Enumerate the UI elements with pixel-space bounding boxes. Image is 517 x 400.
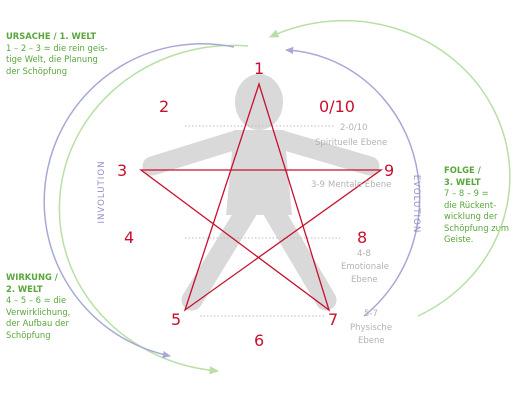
number-7: 7: [328, 310, 338, 329]
effect-text: WIRKUNG / 2. WELT 4 – 5 – 6 = die Verwir…: [6, 272, 101, 341]
emotional-level-range: 4-8: [357, 249, 371, 259]
number-0-10: 0/10: [319, 97, 355, 116]
effect-line: 4 – 5 – 6 = die: [6, 295, 67, 305]
involution-label: INVOLUTION: [97, 160, 107, 223]
consequence-text: FOLGE / 3. WELT 7 – 8 – 9 = die Rückent-…: [444, 165, 516, 246]
cause-text: URSACHE / 1. WELT 1 – 2 – 3 = die rein g…: [6, 31, 111, 77]
effect-line: Schöpfung: [6, 329, 51, 340]
evolution-label: EVOLUTION: [411, 175, 421, 234]
physical-level-name: Ebene: [358, 336, 385, 346]
evolution-arrow: [285, 46, 421, 317]
physical-level-name: Physische: [350, 323, 392, 333]
number-9: 9: [384, 161, 394, 180]
spiritual-level-name: Spirituelle Ebene: [315, 138, 387, 148]
outer-arrow-left: [58, 44, 249, 375]
consequence-line: 7 – 8 – 9 =: [444, 188, 489, 198]
effect-heading: 2. WELT: [6, 283, 43, 294]
number-1: 1: [254, 59, 264, 78]
effect-line: der Aufbau der: [6, 318, 69, 328]
number-2: 2: [159, 97, 169, 116]
number-3: 3: [117, 161, 127, 180]
human-figure: [142, 74, 380, 311]
cause-line: der Schöpfung: [6, 65, 68, 76]
consequence-line: Schöpfung zum: [444, 222, 510, 233]
physical-level-range: 5-7: [364, 309, 378, 319]
number-4: 4: [124, 228, 134, 247]
mental-level-name: Mentale Ebene: [328, 180, 391, 190]
spiritual-level-range: 2-0/10: [340, 123, 368, 133]
consequence-line: wicklung der: [444, 211, 498, 221]
consequence-heading: FOLGE /: [444, 165, 481, 175]
cause-line: 1 – 2 – 3 = die rein geis-: [6, 42, 108, 53]
cause-heading: URSACHE / 1. WELT: [6, 31, 97, 41]
consequence-line: die Rückent-: [444, 199, 497, 210]
emotional-level-name: Emotionale: [341, 262, 389, 272]
cause-line: tige Welt, die Planung: [6, 54, 98, 64]
consequence-line: Geiste.: [444, 234, 474, 244]
effect-line: Verwirklichung,: [6, 306, 71, 317]
emotional-level-name: Ebene: [351, 275, 378, 285]
pentagram-star: [139, 81, 384, 312]
effect-heading: WIRKUNG /: [6, 272, 58, 282]
outer-arrow-right: [269, 19, 511, 317]
involution-arrow: [43, 42, 235, 359]
mental-level-range: 3-9: [311, 180, 325, 190]
consequence-heading: 3. WELT: [444, 176, 481, 187]
number-8: 8: [357, 228, 367, 247]
number-6: 6: [254, 331, 264, 350]
number-5: 5: [171, 310, 181, 329]
